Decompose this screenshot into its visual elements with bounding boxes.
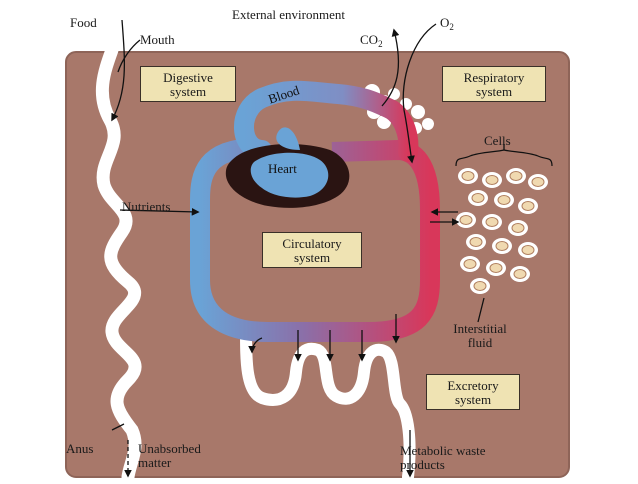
nutrients-arrow bbox=[119, 207, 200, 216]
mouth-leader bbox=[117, 39, 141, 73]
excretory-system-line1: Excretory bbox=[447, 378, 499, 393]
interstitial-fluid-label: Interstitial fluid bbox=[442, 322, 518, 350]
heart-label: Heart bbox=[268, 161, 297, 176]
excretory-system-line2: system bbox=[454, 392, 492, 407]
cells-cluster bbox=[456, 168, 548, 294]
mouth-label: Mouth bbox=[140, 32, 175, 47]
blood-vessel bbox=[234, 80, 419, 162]
unabsorbed-matter-line1: Unabsorbed bbox=[138, 441, 201, 456]
respiratory-system-line1: Respiratory bbox=[463, 70, 525, 85]
excretory-tubules bbox=[240, 324, 416, 483]
cells-label: Cells bbox=[484, 133, 511, 148]
body-tissue-shade bbox=[65, 51, 570, 478]
interstitial-fluid-line2: fluid bbox=[467, 335, 493, 350]
heart-chamber bbox=[250, 152, 329, 198]
unabsorbed-matter-label: Unabsorbed matter bbox=[138, 442, 201, 470]
circulatory-system-box: Circulatory system bbox=[262, 232, 362, 268]
respiratory-system-box: Respiratory system bbox=[442, 66, 546, 102]
food-label: Food bbox=[70, 15, 97, 30]
interstitial-fluid-line1: Interstitial bbox=[453, 321, 507, 336]
circulatory-system-line1: Circulatory bbox=[282, 236, 342, 251]
metabolic-waste-label: Metabolic waste products bbox=[400, 444, 486, 472]
external-environment-label: External environment bbox=[232, 7, 345, 22]
unabsorbed-matter-line2: matter bbox=[138, 455, 172, 470]
nutrients-label: Nutrients bbox=[122, 199, 171, 214]
excretory-system-box: Excretory system bbox=[426, 374, 520, 410]
digestive-system-box: Digestive system bbox=[140, 66, 236, 102]
anus-label: Anus bbox=[66, 441, 94, 456]
digestive-system-line2: system bbox=[169, 84, 207, 99]
digestive-system-line1: Digestive bbox=[163, 70, 213, 85]
respiratory-system-line2: system bbox=[475, 84, 513, 99]
metabolic-waste-line2: products bbox=[400, 457, 445, 472]
co2-label: CO2 bbox=[360, 32, 383, 50]
co2-arrow bbox=[381, 28, 400, 107]
digestive-tract bbox=[95, 43, 142, 484]
metabolic-waste-line1: Metabolic waste bbox=[400, 443, 486, 458]
anus-leader bbox=[111, 423, 125, 431]
heart-inflow bbox=[276, 127, 300, 150]
circulatory-loop bbox=[190, 138, 440, 342]
food-arrow bbox=[111, 19, 126, 122]
o2-arrow bbox=[402, 23, 437, 164]
filtration-arrow-1 bbox=[248, 337, 263, 354]
o2-label: O2 bbox=[440, 15, 454, 33]
arrows bbox=[111, 19, 505, 478]
interstitial-leader bbox=[477, 297, 485, 323]
circulatory-system-line2: system bbox=[293, 250, 331, 265]
